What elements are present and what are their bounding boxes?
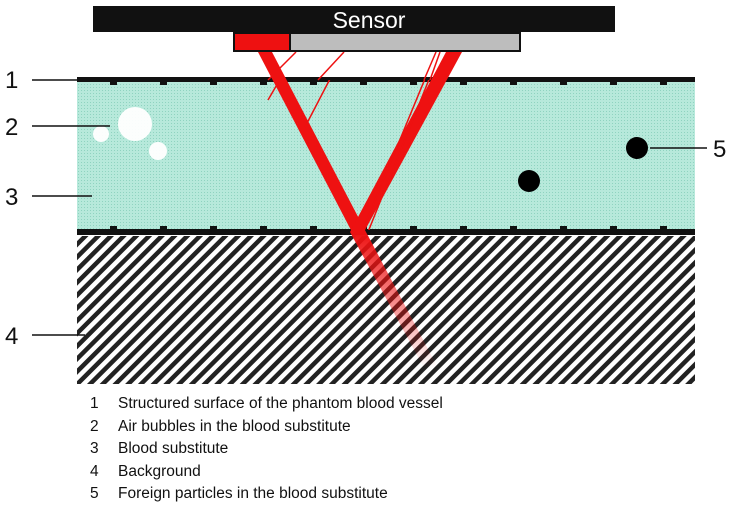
foreign-particle: [626, 137, 648, 159]
legend-text: Air bubbles in the blood substitute: [118, 417, 351, 435]
callout-1: 1: [5, 67, 18, 94]
legend-text: Blood substitute: [118, 440, 229, 458]
legend-number: 3: [90, 440, 99, 458]
callout-3: 3: [5, 184, 18, 211]
laser-emitter: [233, 32, 291, 52]
legend-number: 2: [90, 417, 99, 435]
sensor-body: [93, 6, 615, 32]
legend-item: 5 Foreign particles in the blood substitu…: [90, 483, 443, 506]
air-bubble: [118, 107, 152, 141]
callout-lines: [32, 79, 707, 336]
callout-2: 2: [5, 114, 18, 141]
sensor: Sensor: [93, 6, 615, 52]
legend-text: Foreign particles in the blood substitut…: [118, 485, 388, 503]
air-bubble: [93, 126, 109, 142]
laser-beams: [258, 51, 462, 368]
foreign-particle: [518, 170, 540, 192]
phantom-diagram: Sensor 1 2 3 4 5: [5, 6, 726, 384]
detector-array: [289, 32, 521, 52]
legend-text: Structured surface of the phantom blood …: [118, 395, 443, 412]
blood-substitute-region: [77, 80, 695, 230]
callout-5: 5: [713, 136, 726, 163]
legend-item: 3 Blood substitute: [90, 438, 443, 461]
vessel-surface-top: [77, 77, 695, 85]
sensor-label: Sensor: [333, 7, 406, 33]
callout-4: 4: [5, 323, 18, 350]
air-bubbles: [93, 107, 167, 160]
background-region: [77, 236, 695, 384]
legend-item: 1 Structured surface of the phantom blood…: [90, 393, 443, 416]
legend-number: 1: [90, 395, 99, 412]
legend: 1 Structured surface of the phantom blood…: [90, 393, 443, 506]
legend-item: 2 Air bubbles in the blood substitute: [90, 416, 443, 439]
transmitted-beam: [350, 232, 438, 368]
legend-number: 5: [90, 485, 99, 503]
legend-text: Background: [118, 462, 201, 480]
reflected-beam: [350, 52, 462, 232]
legend-number: 4: [90, 462, 99, 480]
legend-item: 4 Background: [90, 461, 443, 484]
air-bubble: [149, 142, 167, 160]
foreign-particles: [518, 137, 648, 192]
incident-beam: [258, 52, 366, 232]
